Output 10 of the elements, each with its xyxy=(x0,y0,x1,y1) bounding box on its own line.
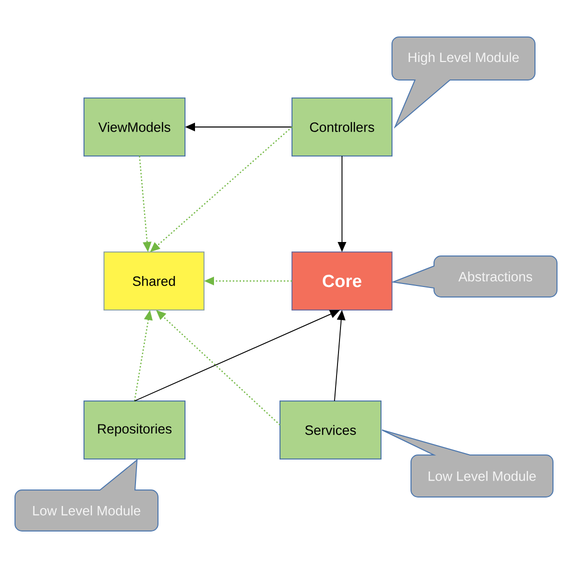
module-box: Controllers xyxy=(292,98,392,156)
module-box: Services xyxy=(280,400,382,460)
callout-bubble: Low Level Module xyxy=(14,460,158,532)
callout-bubble: Abstractions xyxy=(392,256,558,298)
callout-bubble: Low Level Module xyxy=(382,430,554,498)
module-box: Repositories xyxy=(84,400,186,460)
module-box: Shared xyxy=(104,252,204,310)
callout-bubble: High Level Module xyxy=(392,36,536,128)
module-box: Core xyxy=(292,252,392,310)
module-box: ViewModels xyxy=(84,98,186,156)
